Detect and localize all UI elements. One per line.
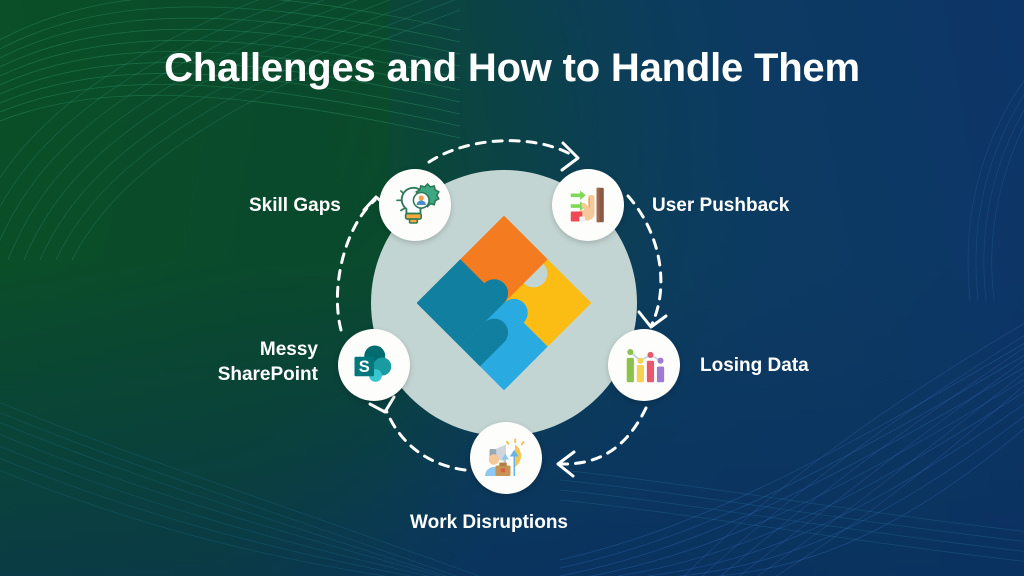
node-losing-data[interactable] — [608, 329, 680, 401]
node-skill-gaps[interactable] — [379, 169, 451, 241]
node-work-disruptions[interactable] — [470, 422, 542, 494]
connector-sharepoint-to-skill — [335, 198, 377, 332]
label-work-disruptions: Work Disruptions — [410, 512, 568, 533]
arrowhead-pushback-to-data — [637, 310, 668, 329]
node-messy-sharepoint[interactable]: S — [338, 329, 410, 401]
label-messy-sharepoint: Messy SharePoint — [158, 337, 318, 387]
lightbulb-gear-person-icon — [390, 180, 440, 230]
puzzle-diamond — [416, 215, 592, 391]
bar-chart-icon — [621, 342, 667, 388]
arrowhead-skill-to-pushback — [560, 141, 580, 172]
label-messy-sharepoint-line2: SharePoint — [217, 364, 318, 385]
megaphone-briefcase-person-icon — [482, 434, 530, 482]
svg-text:S: S — [359, 358, 370, 376]
connector-pushback-to-data — [626, 194, 663, 326]
page-title: Challenges and How to Handle Them — [164, 46, 860, 90]
connector-work-to-sharepoint — [384, 408, 467, 472]
label-user-pushback: User Pushback — [652, 195, 790, 216]
arrowhead-data-to-work — [556, 450, 576, 478]
label-skill-gaps: Skill Gaps — [249, 195, 341, 216]
node-user-pushback[interactable] — [552, 169, 624, 241]
sharepoint-logo-icon: S — [350, 341, 398, 389]
arrowhead-work-to-sharepoint — [368, 395, 396, 414]
hand-pushing-wall-icon — [565, 182, 611, 228]
connector-data-to-work — [559, 406, 648, 466]
label-losing-data: Losing Data — [700, 355, 809, 376]
label-messy-sharepoint-line1: Messy — [259, 339, 318, 360]
connector-skill-to-pushback — [427, 139, 577, 164]
